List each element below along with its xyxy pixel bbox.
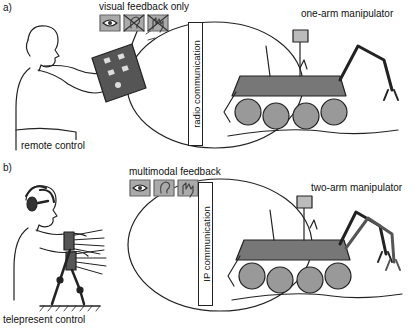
exoskeleton <box>64 232 74 250</box>
rover-b <box>297 267 323 293</box>
remote-controller <box>108 69 115 76</box>
manipulator-label: one-arm manipulator <box>300 8 394 20</box>
operator-figure <box>36 230 86 236</box>
rover-a <box>384 90 398 100</box>
panel-letter: b) <box>2 162 13 174</box>
operator-figure <box>26 186 46 196</box>
feedback-icons <box>138 186 142 190</box>
rover-b <box>297 196 312 208</box>
feedback-icons <box>178 180 198 196</box>
feedback-icons <box>124 15 144 31</box>
feedback-icons <box>133 185 147 191</box>
rover-a <box>293 30 308 42</box>
rover-b <box>239 263 265 289</box>
rover-b <box>232 294 402 300</box>
exoskeleton <box>40 230 106 311</box>
feedback-label: multimodal feedback <box>128 166 222 178</box>
panel-letter: a) <box>2 2 13 14</box>
feedback-icons <box>130 180 150 196</box>
operator-figure <box>27 197 37 211</box>
rover-b <box>325 263 351 289</box>
communication-channel: IP communication <box>198 182 213 306</box>
operator-figure <box>38 201 48 203</box>
rover-b <box>303 206 304 240</box>
exoskeleton <box>77 287 83 293</box>
feedback-label: visual feedback only <box>98 1 190 13</box>
exoskeleton <box>40 305 100 307</box>
feedback-icons <box>183 183 193 197</box>
communication-loop <box>300 60 307 69</box>
remote-controller <box>104 57 111 64</box>
rover-a <box>232 76 346 96</box>
remote-controller <box>92 44 146 102</box>
rover-a <box>266 46 270 76</box>
rover-a <box>299 42 300 76</box>
feedback-icons <box>124 15 144 31</box>
exoskeleton <box>74 250 106 274</box>
operator-figure <box>28 26 59 71</box>
control-label: remote control <box>20 140 86 152</box>
rover-b <box>236 240 350 260</box>
feedback-icons <box>148 15 168 31</box>
control-label: telepresent control <box>2 314 86 326</box>
remote-controller <box>115 82 121 88</box>
feedback-icons <box>103 20 117 26</box>
operator-figure <box>16 26 106 150</box>
rover-a <box>293 103 319 129</box>
exoskeleton <box>52 250 84 304</box>
rover-b <box>270 210 274 240</box>
feedback-icons <box>108 21 112 25</box>
communication-loop <box>310 220 317 229</box>
manipulator-label: two-arm manipulator <box>310 182 403 194</box>
operator-figure <box>14 228 28 300</box>
feedback-icons <box>148 15 168 31</box>
operator-figure <box>26 40 30 56</box>
rover-a <box>228 130 398 136</box>
rover-b <box>267 267 293 293</box>
rover-a <box>224 30 398 136</box>
rover-a <box>340 46 392 90</box>
rover-b <box>386 260 400 270</box>
communication-channel: radio communication <box>188 22 203 146</box>
channel-label: IP communication <box>200 206 211 281</box>
rover-b <box>228 256 240 286</box>
feedback-icons <box>100 15 120 31</box>
feedback-icons <box>154 180 174 196</box>
rover-a <box>224 92 236 122</box>
feedback-icons <box>130 180 198 197</box>
rover-a <box>235 99 261 125</box>
operator-figure <box>16 68 30 150</box>
feedback-icons <box>161 182 170 193</box>
remote-controller <box>122 65 129 72</box>
channel-label: radio communication <box>190 40 201 128</box>
remote-controller <box>92 24 155 102</box>
rover-b <box>346 218 394 262</box>
rover-a <box>263 103 289 129</box>
operator-figure <box>26 186 57 231</box>
exoskeleton <box>57 277 63 283</box>
feedback-icons <box>100 15 168 32</box>
rover-a <box>321 99 347 125</box>
rover-b <box>228 196 402 300</box>
exoskeleton <box>40 306 100 311</box>
remote-controller <box>118 53 125 60</box>
